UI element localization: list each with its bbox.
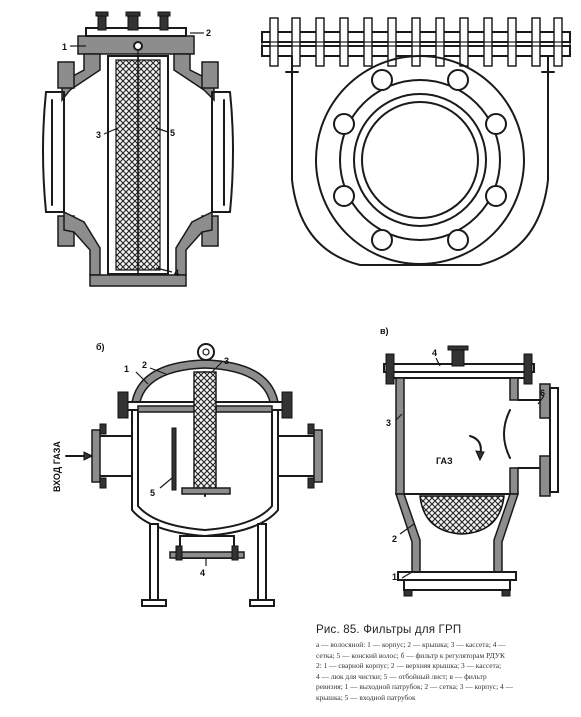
caption-line-6: крышка; 5 — входной патрубок xyxy=(316,692,416,702)
gas-inlet-label: ВХОД ГАЗА xyxy=(52,441,62,492)
caption-line-1: а — волосяной: 1 — корпус; 2 — крышка; 3… xyxy=(316,640,506,649)
panel-b-label: б) xyxy=(96,342,105,352)
label-b2: 2 xyxy=(142,360,147,370)
caption-title: Рис. 85. Фильтры для ГРП xyxy=(316,624,462,636)
caption-legend: а — волосяной: 1 — корпус; 2 — крышка; 3… xyxy=(316,640,578,704)
label-a4-5: 5 xyxy=(170,128,175,138)
gas-label: ГАЗ xyxy=(436,456,453,466)
label-v6: 6 xyxy=(540,388,545,398)
panel-v-label: в) xyxy=(380,326,389,336)
label-a4: 4 xyxy=(174,268,179,278)
label-v1: 1 xyxy=(392,572,397,582)
caption-line-5: ревизия; 1 — выходной патрубок; 2 — сетк… xyxy=(316,682,513,692)
caption-line-2: сетка; 5 — конский волос; б — фильтр к р… xyxy=(316,650,505,660)
label-b4: 4 xyxy=(200,568,205,578)
label-b3: 3 xyxy=(224,356,229,366)
label-b5: 5 xyxy=(150,488,155,498)
label-v4: 4 xyxy=(432,348,437,358)
label-a1: 1 xyxy=(62,42,67,52)
figure-a-section xyxy=(42,11,234,287)
label-a2: 2 xyxy=(206,28,211,38)
figure-b-section xyxy=(65,343,323,607)
label-a3: 3 xyxy=(96,130,101,140)
caption-line-3: 2: 1 — сварной корпус; 2 — верхняя крышк… xyxy=(316,661,502,671)
caption-line-4: 4 — люк для чистки; 5 — отбойный лист; в… xyxy=(316,671,487,681)
figure-v-section xyxy=(383,345,559,597)
label-v2: 2 xyxy=(392,534,397,544)
label-b1: 1 xyxy=(124,364,129,374)
figure-a-front-view xyxy=(261,17,571,266)
figure-caption: Рис. 85. Фильтры для ГРП а — волосяной: … xyxy=(316,624,578,704)
label-v3: 3 xyxy=(386,418,391,428)
